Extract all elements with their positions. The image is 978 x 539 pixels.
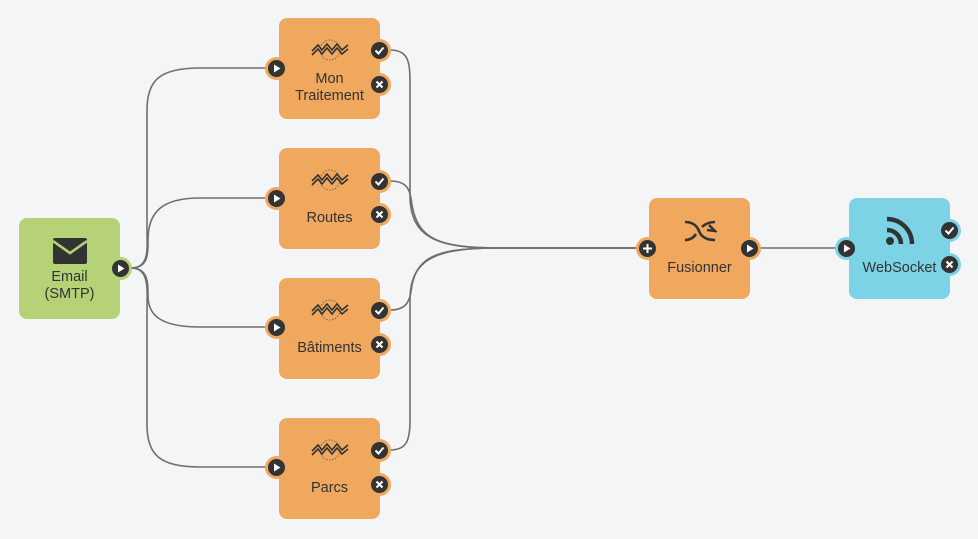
play-icon: [274, 194, 281, 203]
node-mon-traitement-label: Mon Traitement: [295, 71, 364, 104]
node-fusionner-label: Fusionner: [667, 260, 732, 276]
edge-parcs-fusionner[interactable]: [389, 247, 647, 451]
edge-batiments-fusionner[interactable]: [389, 247, 647, 311]
fme-logo-icon: [310, 439, 349, 461]
node-routes[interactable]: Routes: [279, 148, 380, 249]
node-routes-label: Routes: [306, 210, 353, 226]
fme-logo-icon: [310, 169, 349, 191]
mon-traitement-success-port[interactable]: [368, 39, 391, 62]
rss-feed-icon: [885, 216, 914, 245]
edge-routes-fusionner[interactable]: [389, 180, 647, 249]
fusionner-output-port[interactable]: [738, 237, 761, 260]
play-icon: [274, 463, 281, 472]
envelope-icon: [52, 238, 87, 264]
node-websocket-label: WebSocket: [862, 260, 937, 276]
play-icon: [118, 264, 125, 273]
play-icon: [747, 244, 754, 253]
node-parcs-label: Parcs: [310, 480, 349, 496]
node-mon-traitement[interactable]: Mon Traitement: [279, 18, 380, 119]
close-icon: [375, 340, 384, 349]
routes-input-port[interactable]: [265, 187, 288, 210]
fusionner-input-port[interactable]: [636, 237, 659, 260]
mon-traitement-input-port[interactable]: [265, 57, 288, 80]
edge-email-batiments[interactable]: [130, 267, 277, 328]
edge-email-parcs[interactable]: [130, 267, 277, 468]
node-fusionner[interactable]: Fusionner: [649, 198, 750, 299]
close-icon: [375, 80, 384, 89]
node-batiments-label: Bâtiments: [297, 340, 362, 356]
email-output-port[interactable]: [109, 257, 132, 280]
close-icon: [945, 260, 954, 269]
checkmark-icon: [374, 177, 385, 186]
play-icon: [844, 244, 851, 253]
plus-icon: [643, 244, 652, 253]
websocket-failure-port[interactable]: [938, 253, 961, 276]
websocket-success-port[interactable]: [938, 219, 961, 242]
node-email-label: Email (SMTP): [44, 269, 95, 302]
edge-email-routes[interactable]: [130, 197, 277, 269]
parcs-failure-port[interactable]: [368, 473, 391, 496]
play-icon: [274, 323, 281, 332]
batiments-input-port[interactable]: [265, 316, 288, 339]
play-icon: [274, 64, 281, 73]
merge-arrows-icon: [684, 220, 717, 242]
node-websocket[interactable]: WebSocket: [849, 198, 950, 299]
parcs-input-port[interactable]: [265, 456, 288, 479]
checkmark-icon: [374, 306, 385, 315]
fme-logo-icon: [310, 39, 349, 61]
mon-traitement-failure-port[interactable]: [368, 73, 391, 96]
routes-success-port[interactable]: [368, 170, 391, 193]
parcs-success-port[interactable]: [368, 439, 391, 462]
close-icon: [375, 210, 384, 219]
node-email[interactable]: Email (SMTP): [19, 218, 120, 319]
batiments-failure-port[interactable]: [368, 333, 391, 356]
routes-failure-port[interactable]: [368, 203, 391, 226]
fme-logo-icon: [310, 299, 349, 321]
checkmark-icon: [944, 226, 955, 235]
batiments-success-port[interactable]: [368, 299, 391, 322]
websocket-input-port[interactable]: [835, 237, 858, 260]
close-icon: [375, 480, 384, 489]
edge-email-mon-traitement[interactable]: [130, 67, 277, 269]
checkmark-icon: [374, 446, 385, 455]
checkmark-icon: [374, 46, 385, 55]
edge-mon-traitement-fusionner[interactable]: [389, 49, 647, 249]
node-parcs[interactable]: Parcs: [279, 418, 380, 519]
node-batiments[interactable]: Bâtiments: [279, 278, 380, 379]
